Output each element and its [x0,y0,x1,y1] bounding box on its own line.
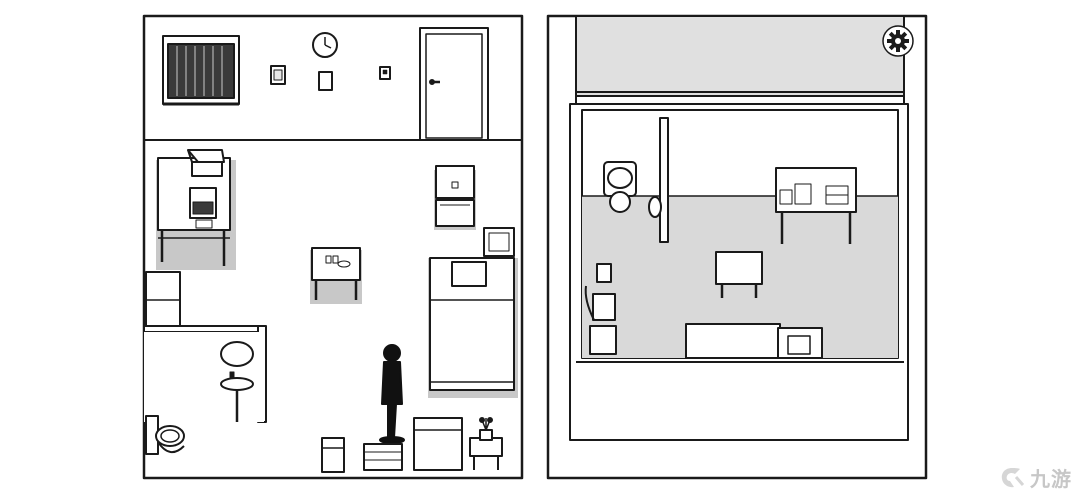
bathroom-partition [143,325,267,423]
drawer-cabinet[interactable] [413,417,463,471]
neighbor-divider [659,117,669,243]
right-room-panel [546,14,928,480]
small-frame[interactable] [483,227,515,257]
wall-note[interactable] [318,71,333,91]
metal-chair[interactable] [434,165,476,230]
neighbor-bed[interactable] [685,323,823,359]
kitchen-counter[interactable] [156,149,236,270]
player-character[interactable] [379,344,405,444]
bathroom-sink[interactable] [220,371,254,422]
neighbor-desk[interactable] [775,167,857,244]
neighbor-sink[interactable] [648,196,662,218]
plant-stool[interactable] [469,417,503,470]
neighbor-window-top [575,15,905,97]
coffee-table[interactable] [310,247,362,304]
step-box[interactable] [363,443,403,471]
barred-window[interactable] [162,35,240,106]
toilet[interactable] [145,415,185,455]
neighbor-toilet[interactable] [603,161,637,213]
wall-clock[interactable] [312,32,338,58]
bed[interactable] [428,257,518,398]
room-door[interactable] [419,27,489,141]
refrigerator[interactable] [145,271,181,327]
neighbor-cabinet[interactable] [589,325,617,355]
watermark-logo-icon [1001,467,1025,487]
wall-picture-inner [273,69,283,81]
watermark: 九游 [998,463,1072,492]
light-switch-toggle [382,69,388,75]
left-room-panel [142,14,524,480]
bathroom-mirror[interactable] [220,341,254,367]
watermark-text: 九游 [1030,467,1072,491]
gear-icon [882,25,914,57]
neighbor-chair[interactable] [584,263,616,321]
settings-button[interactable] [882,25,914,57]
trash-bin[interactable] [321,437,345,473]
neighbor-table[interactable] [715,251,763,298]
